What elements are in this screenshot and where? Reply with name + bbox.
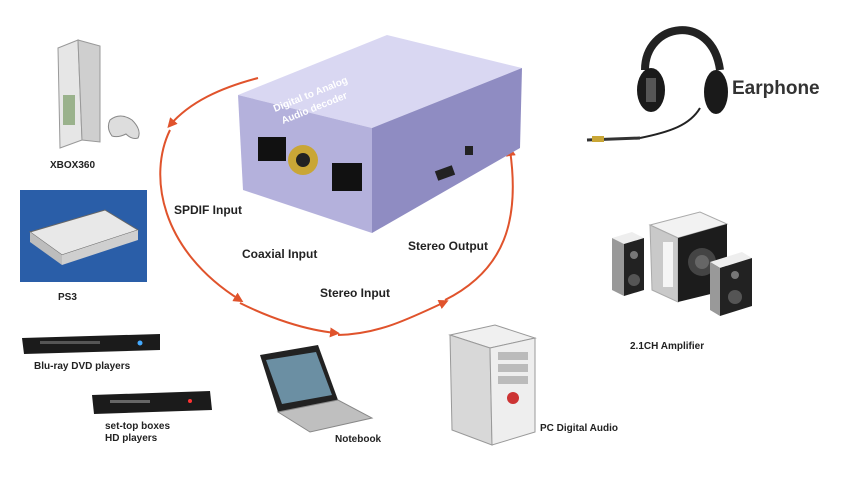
arrow-top (167, 77, 259, 129)
arrow-left-down (159, 129, 244, 303)
label-notebook: Notebook (335, 434, 382, 445)
label-stereo-input: Stereo Input (320, 286, 391, 300)
label-amplifier: 2.1CH Amplifier (630, 341, 705, 352)
label-bluray: Blu-ray DVD players (34, 361, 131, 372)
label-settop-1: set-top boxes (105, 421, 171, 432)
arrow-right-up (444, 146, 516, 301)
label-pc-digital-audio: PC Digital Audio (540, 423, 618, 434)
label-stereo-output: Stereo Output (408, 239, 488, 253)
arrow-bottom-to-pc (337, 299, 449, 336)
label-coaxial-input: Coaxial Input (242, 247, 318, 261)
label-earphone: Earphone (732, 78, 820, 99)
label-ps3: PS3 (58, 292, 77, 303)
label-spdif-input: SPDIF Input (174, 203, 242, 217)
label-settop-2: HD players (105, 433, 158, 444)
label-xbox360: XBOX360 (50, 160, 96, 171)
arrow-bottom-to-notebook (239, 302, 340, 338)
